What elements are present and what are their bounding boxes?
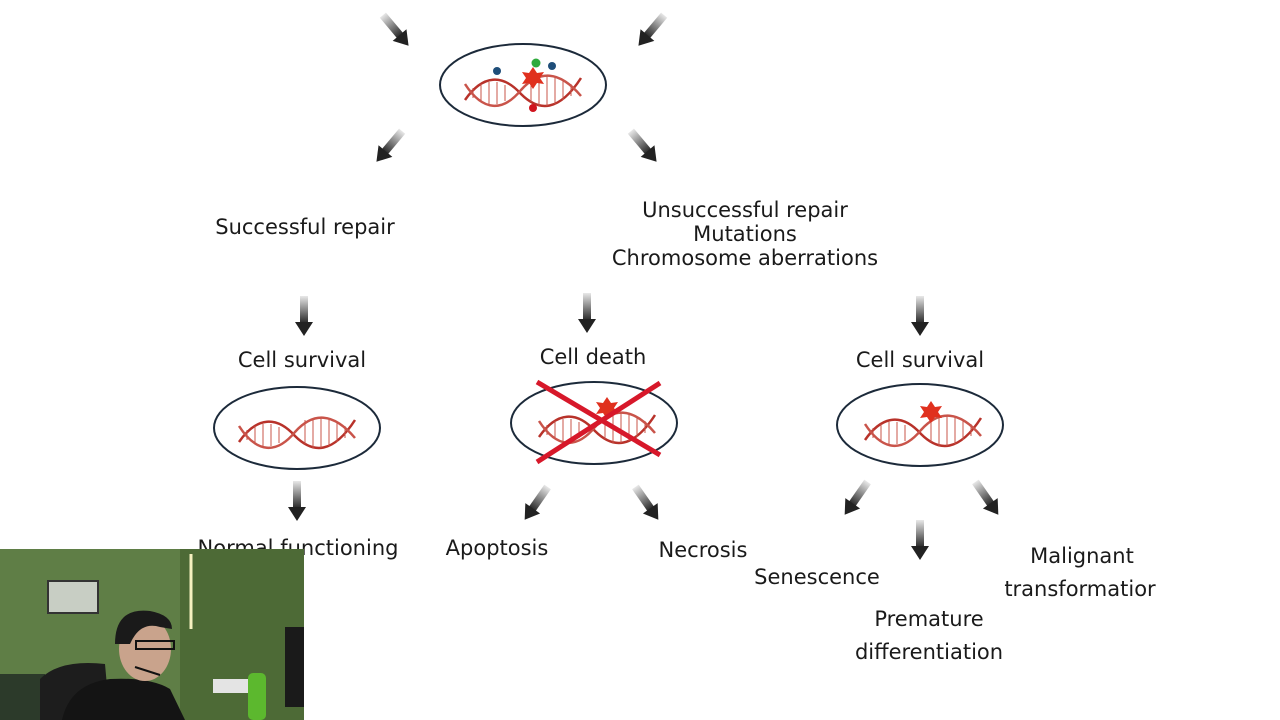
- unsuccessful-repair-label: Unsuccessful repair: [642, 198, 848, 222]
- arrow-to-apoptosis: [517, 481, 555, 525]
- successful-repair-label: Successful repair: [215, 215, 395, 239]
- arrow-in-right: [631, 9, 672, 52]
- cross-icon: [535, 379, 662, 465]
- arrow-to-cell-survival-left: [295, 296, 313, 336]
- mutations-label: Mutations: [693, 222, 797, 246]
- arrow-to-unsuccessful-repair: [623, 125, 664, 168]
- apoptosis-label: Apoptosis: [445, 536, 549, 560]
- transformation-label: transformatior: [1004, 577, 1156, 601]
- arrow-to-cell-death: [578, 293, 596, 333]
- cell-survival-left-label: Cell survival: [237, 348, 367, 372]
- arrow-to-normal-functioning: [288, 481, 306, 521]
- arrow-to-cell-survival-right: [911, 296, 929, 336]
- cell-survival-right-label: Cell survival: [855, 348, 985, 372]
- dead-cell: [510, 379, 678, 465]
- webcam-overlay: [0, 549, 304, 720]
- cell-death-label: Cell death: [539, 345, 647, 369]
- chromosome-aberrations-label: Chromosome aberrations: [611, 246, 879, 270]
- arrow-to-successful-repair: [369, 125, 410, 168]
- necrosis-label: Necrosis: [658, 538, 748, 562]
- differentiation-label: differentiation: [854, 640, 1004, 664]
- arrow-to-premature-differentiation: [911, 520, 929, 560]
- arrow-in-left: [375, 9, 416, 52]
- senescence-label: Senescence: [754, 565, 880, 589]
- malignant-label: Malignant: [1030, 544, 1134, 568]
- repaired-cell: [213, 386, 381, 470]
- arrow-to-senescence: [837, 476, 875, 520]
- arrow-to-malignant-transformation: [968, 476, 1006, 520]
- mutated-cell: [836, 383, 1004, 467]
- webcam-scene: [0, 549, 304, 720]
- damaged-cell: [439, 43, 607, 127]
- premature-label: Premature: [874, 607, 984, 631]
- arrow-to-necrosis: [628, 481, 666, 525]
